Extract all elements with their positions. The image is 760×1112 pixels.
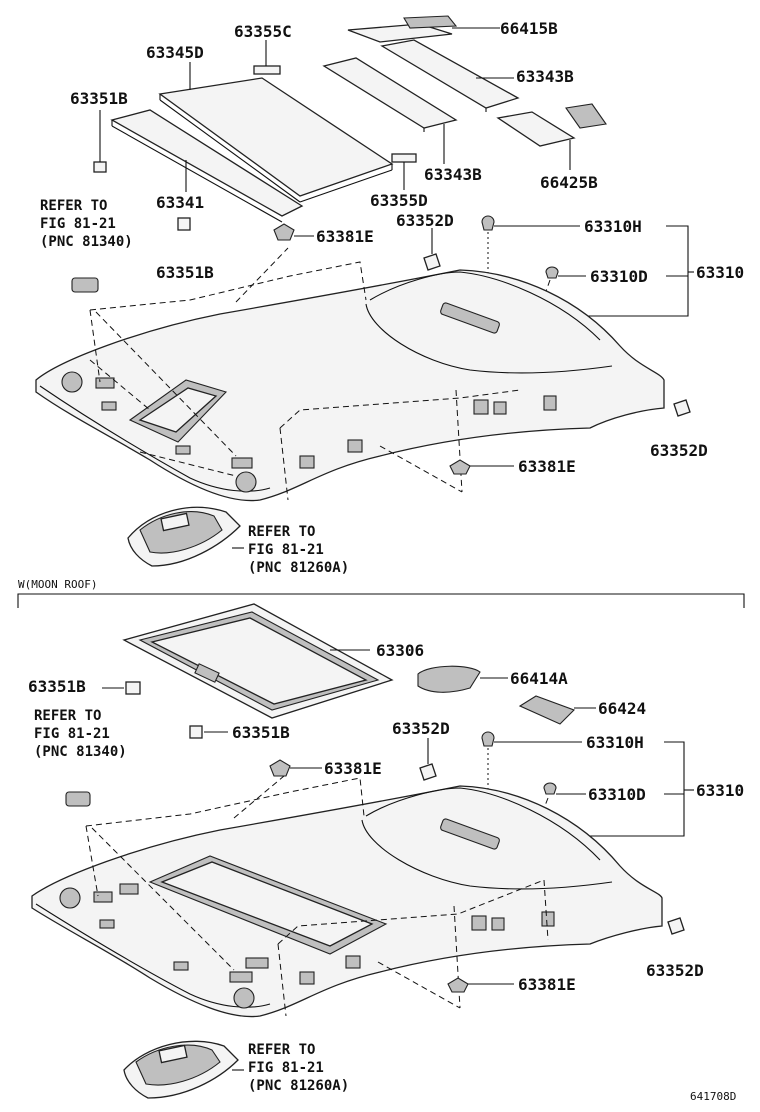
label-66424: 66424: [598, 699, 646, 718]
label-63310H: 63310H: [584, 217, 642, 236]
label-63310D-lower: 63310D: [588, 785, 646, 804]
label-66414A: 66414A: [510, 669, 568, 688]
figure-code: 641708D: [690, 1090, 736, 1103]
pad-63355C: [253, 65, 281, 75]
pad-63343B-mid: [322, 57, 458, 164]
ref-left-line3-lower: (PNC 81340): [34, 744, 127, 760]
label-66415B: 66415B: [500, 19, 558, 38]
pad-63343B-upper: [380, 39, 520, 112]
ref-left-line1-lower: REFER TO: [34, 708, 101, 724]
fastener-63310D-lower: [543, 782, 557, 795]
ref-bottom-line2: FIG 81-21: [248, 542, 324, 558]
label-63310D: 63310D: [590, 267, 648, 286]
label-63351B-top: 63351B: [70, 89, 128, 108]
ref-bottom-line1-lower: REFER TO: [248, 1042, 315, 1058]
label-63310-lower: 63310: [696, 781, 744, 800]
label-63352D-right-lower: 63352D: [646, 961, 704, 980]
cap-63352D-top-lower: [419, 763, 437, 781]
label-63352D-right: 63352D: [650, 441, 708, 460]
label-63355C: 63355C: [234, 22, 292, 41]
ref-left-line3: (PNC 81340): [40, 234, 133, 250]
label-63351B-a: 63351B: [28, 677, 86, 696]
label-63381E-low-lower: 63381E: [518, 975, 576, 994]
pad-66415B: [347, 15, 500, 43]
ref-bottom-line1: REFER TO: [248, 524, 315, 540]
label-63352D-top-lower: 63352D: [392, 719, 450, 738]
label-63310: 63310: [696, 263, 744, 282]
label-63352D-top: 63352D: [396, 211, 454, 230]
label-63355D: 63355D: [370, 191, 428, 210]
label-63343B-upper: 63343B: [516, 67, 574, 86]
label-63351B-b: 63351B: [232, 723, 290, 742]
lower-section: 63306 63351B 66414A 66424 REFER TO FIG 8…: [28, 603, 744, 1099]
label-63306: 63306: [376, 641, 424, 660]
section-bracket: [17, 593, 745, 608]
fastener-63310H: [481, 215, 495, 231]
pad-63355D: [391, 153, 417, 163]
label-66425B: 66425B: [540, 173, 598, 192]
clip-63381E-low-lower: [447, 977, 469, 993]
sunroof-frame-63306: [122, 603, 394, 719]
label-63381E-top-lower: 63381E: [324, 759, 382, 778]
label-63381E-low: 63381E: [518, 457, 576, 476]
reinforcement-63341: [110, 109, 304, 223]
ref-bottom-line3: (PNC 81260A): [248, 560, 349, 576]
fastener-63310D: [545, 266, 559, 279]
overhead-console-upper: [127, 506, 244, 567]
map-lamp-part: [71, 277, 99, 293]
label-63345D: 63345D: [146, 43, 204, 62]
clip-63381E-low: [449, 459, 471, 475]
map-lamp-part-lower: [65, 791, 91, 807]
clip-63351B-top: [93, 161, 107, 173]
clip-63351B-b: [189, 725, 203, 739]
clip-63381E-top-lower: [269, 759, 291, 777]
label-63341: 63341: [156, 193, 204, 212]
ref-bottom-line3-lower: (PNC 81260A): [248, 1078, 349, 1094]
pad-66414A: [417, 665, 508, 693]
fastener-63310H-lower: [481, 731, 495, 747]
cap-63352D-top: [423, 253, 441, 271]
label-63351B-low: 63351B: [156, 263, 214, 282]
overhead-console-lower: [123, 1040, 244, 1099]
silencer-63345D: [158, 62, 394, 203]
ref-left-line2-lower: FIG 81-21: [34, 726, 110, 742]
ref-left-line2: FIG 81-21: [40, 216, 116, 232]
upper-section: 66415B 63355C 63345D 63343B 63343B: [35, 15, 744, 576]
clip-63351B-low: [177, 217, 191, 231]
clip-63351B-a: [125, 681, 141, 695]
section-title-moon-roof: W(MOON ROOF): [18, 578, 97, 591]
label-63381E-top: 63381E: [316, 227, 374, 246]
cap-63352D-right: [673, 399, 691, 417]
ref-bottom-line2-lower: FIG 81-21: [248, 1060, 324, 1076]
label-63310H-lower: 63310H: [586, 733, 644, 752]
headliner-lower: [31, 775, 663, 1018]
headliner-upper: [35, 247, 665, 502]
label-63343B-mid: 63343B: [424, 165, 482, 184]
ref-left-line1: REFER TO: [40, 198, 107, 214]
pad-66425B: [496, 103, 607, 170]
cap-63352D-right-lower: [667, 917, 685, 935]
clip-63381E-top: [273, 223, 295, 241]
pad-66424: [518, 695, 596, 725]
